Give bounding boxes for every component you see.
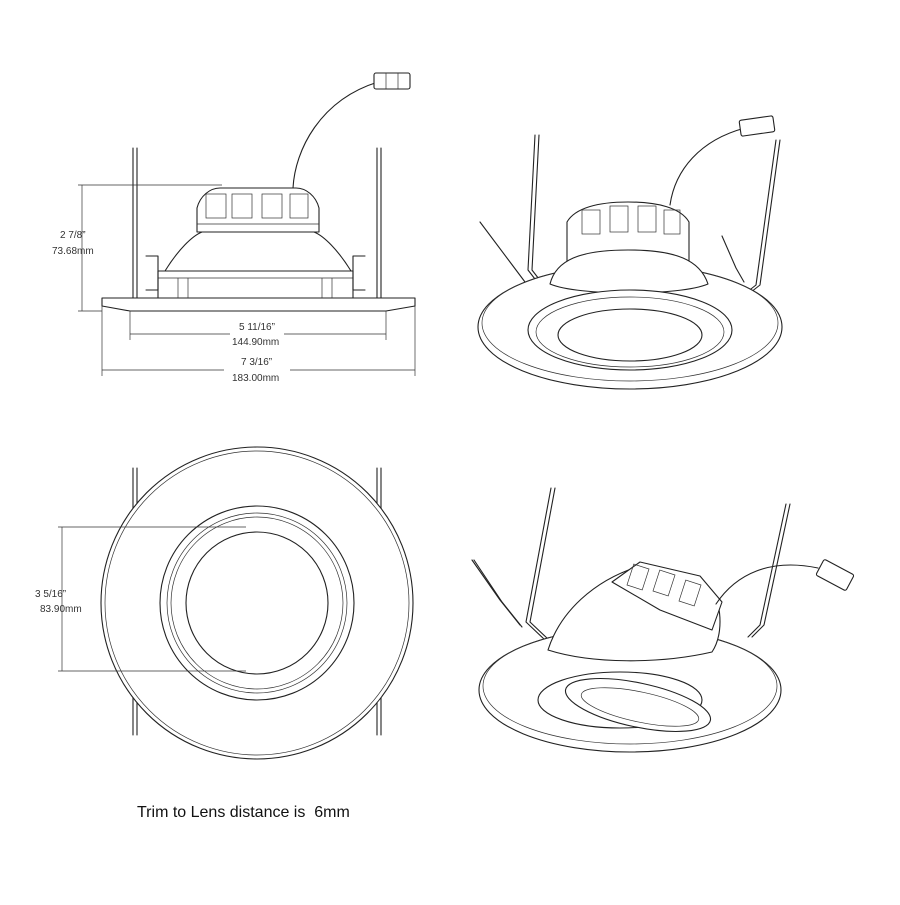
lens-diameter-inch-label: 3 5/16” [35, 589, 66, 600]
trim-width-mm-label: 183.00mm [232, 373, 279, 384]
trim-to-lens-caption: Trim to Lens distance is 6mm [137, 804, 350, 821]
connector-iso [738, 115, 776, 137]
housing-width-inch-label: 5 11/16” [239, 322, 275, 333]
connector-tilted [815, 559, 855, 591]
driver-housing-side [196, 187, 320, 233]
isometric-view-tilted [471, 487, 855, 753]
isometric-view-straight [477, 115, 783, 390]
wire-side [292, 81, 379, 189]
housing-width-mm-label: 144.90mm [232, 337, 279, 348]
base-ring-side [157, 270, 354, 299]
mounting-clips-side [132, 147, 382, 299]
side-elevation-view [101, 72, 416, 312]
lens-iso [557, 308, 703, 362]
height-dimension: 2 7/8” 73.68mm [52, 184, 222, 312]
lens-diameter-dimension: 3 5/16” 83.90mm [35, 526, 246, 672]
height-mm-label: 73.68mm [52, 246, 94, 257]
lens-front [185, 531, 329, 675]
trim-flange-side [101, 297, 416, 312]
lens-diameter-mm-label: 83.90mm [40, 604, 82, 615]
housing-width-dimension: 5 11/16” 144.90mm [129, 311, 387, 348]
connector-side [373, 72, 411, 90]
lens-tilted [564, 677, 712, 733]
reflector-dome-side [164, 231, 352, 272]
trim-width-inch-label: 7 3/16” [241, 357, 272, 368]
height-inch-label: 2 7/8” [60, 230, 86, 241]
front-view [100, 446, 414, 760]
trim-width-dimension: 7 3/16” 183.00mm [101, 306, 416, 384]
